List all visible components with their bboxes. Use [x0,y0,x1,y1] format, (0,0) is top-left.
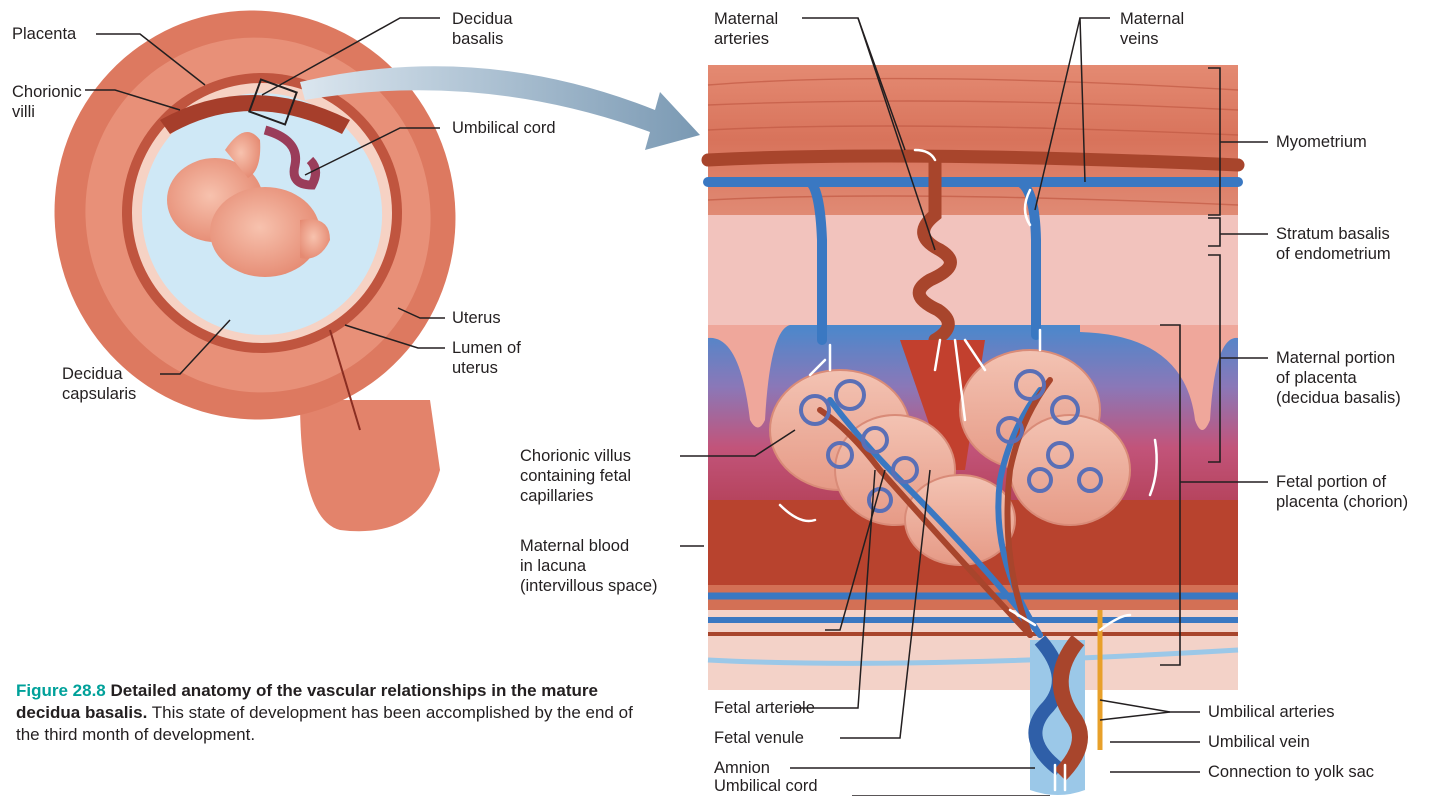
label-lumen-of-uterus: Lumen of uterus [452,338,521,378]
label-amnion: Amnion [714,758,770,778]
label-line: uterus [452,358,521,378]
stratum-basalis-layer [708,215,1238,325]
label-decidua-capsularis: Decidua capsularis [62,364,136,404]
label-fetal-arteriole: Fetal arteriole [714,698,815,718]
label-placenta: Placenta [12,24,76,44]
label-line: Connection to yolk sac [1208,762,1374,782]
label-line: Fetal arteriole [714,698,815,718]
label-maternal-arteries: Maternal arteries [714,9,778,49]
label-line: Maternal [714,9,778,29]
label-line: Placenta [12,24,76,44]
label-maternal-veins: Maternal veins [1120,9,1184,49]
label-line: (decidua basalis) [1276,388,1401,408]
label-line: Uterus [452,308,501,328]
label-line: containing fetal [520,466,631,486]
label-line: capillaries [520,486,631,506]
label-stratum-basalis: Stratum basalis of endometrium [1276,224,1391,264]
figure-caption: Figure 28.8 Detailed anatomy of the vasc… [16,680,656,746]
label-connection-to-yolk-sac: Connection to yolk sac [1208,762,1374,782]
label-uterus: Uterus [452,308,501,328]
label-line: Lumen of [452,338,521,358]
label-line: Chorionic [12,82,82,102]
label-line: Decidua [62,364,136,384]
myometrium-layer [708,65,1238,215]
label-line: Umbilical arteries [1208,702,1335,722]
label-line: Maternal blood [520,536,658,556]
label-chorionic-villus: Chorionic villus containing fetal capill… [520,446,631,506]
label-line: placenta (chorion) [1276,492,1408,512]
label-line: Myometrium [1276,132,1367,152]
detail-section [708,65,1268,796]
label-line: Fetal portion of [1276,472,1408,492]
label-line: Amnion [714,758,770,778]
label-umbilical-arteries: Umbilical arteries [1208,702,1335,722]
label-chorionic-villi: Chorionic villi [12,82,82,122]
label-line: arteries [714,29,778,49]
cervix [300,400,440,531]
label-line: Umbilical cord [714,776,818,796]
label-decidua-basalis: Decidua basalis [452,9,513,49]
label-line: Chorionic villus [520,446,631,466]
label-line: Decidua [452,9,513,29]
label-fetal-venule: Fetal venule [714,728,804,748]
label-line: capsularis [62,384,136,404]
label-umbilical-cord-bottom: Umbilical cord [714,776,818,796]
label-maternal-portion: Maternal portion of placenta (decidua ba… [1276,348,1401,408]
label-fetal-portion: Fetal portion of placenta (chorion) [1276,472,1408,512]
label-line: basalis [452,29,513,49]
label-line: Umbilical cord [452,118,556,138]
label-umbilical-cord-top: Umbilical cord [452,118,556,138]
label-line: of placenta [1276,368,1401,388]
label-line: Maternal [1120,9,1184,29]
label-line: Maternal portion [1276,348,1401,368]
label-line: veins [1120,29,1184,49]
label-myometrium: Myometrium [1276,132,1367,152]
caption-number: Figure 28.8 [16,681,106,700]
label-line: villi [12,102,82,122]
label-line: (intervillous space) [520,576,658,596]
label-umbilical-vein: Umbilical vein [1208,732,1310,752]
label-line: in lacuna [520,556,658,576]
label-maternal-blood: Maternal blood in lacuna (intervillous s… [520,536,658,596]
label-line: Fetal venule [714,728,804,748]
label-line: Umbilical vein [1208,732,1310,752]
label-line: Stratum basalis [1276,224,1391,244]
label-line: of endometrium [1276,244,1391,264]
